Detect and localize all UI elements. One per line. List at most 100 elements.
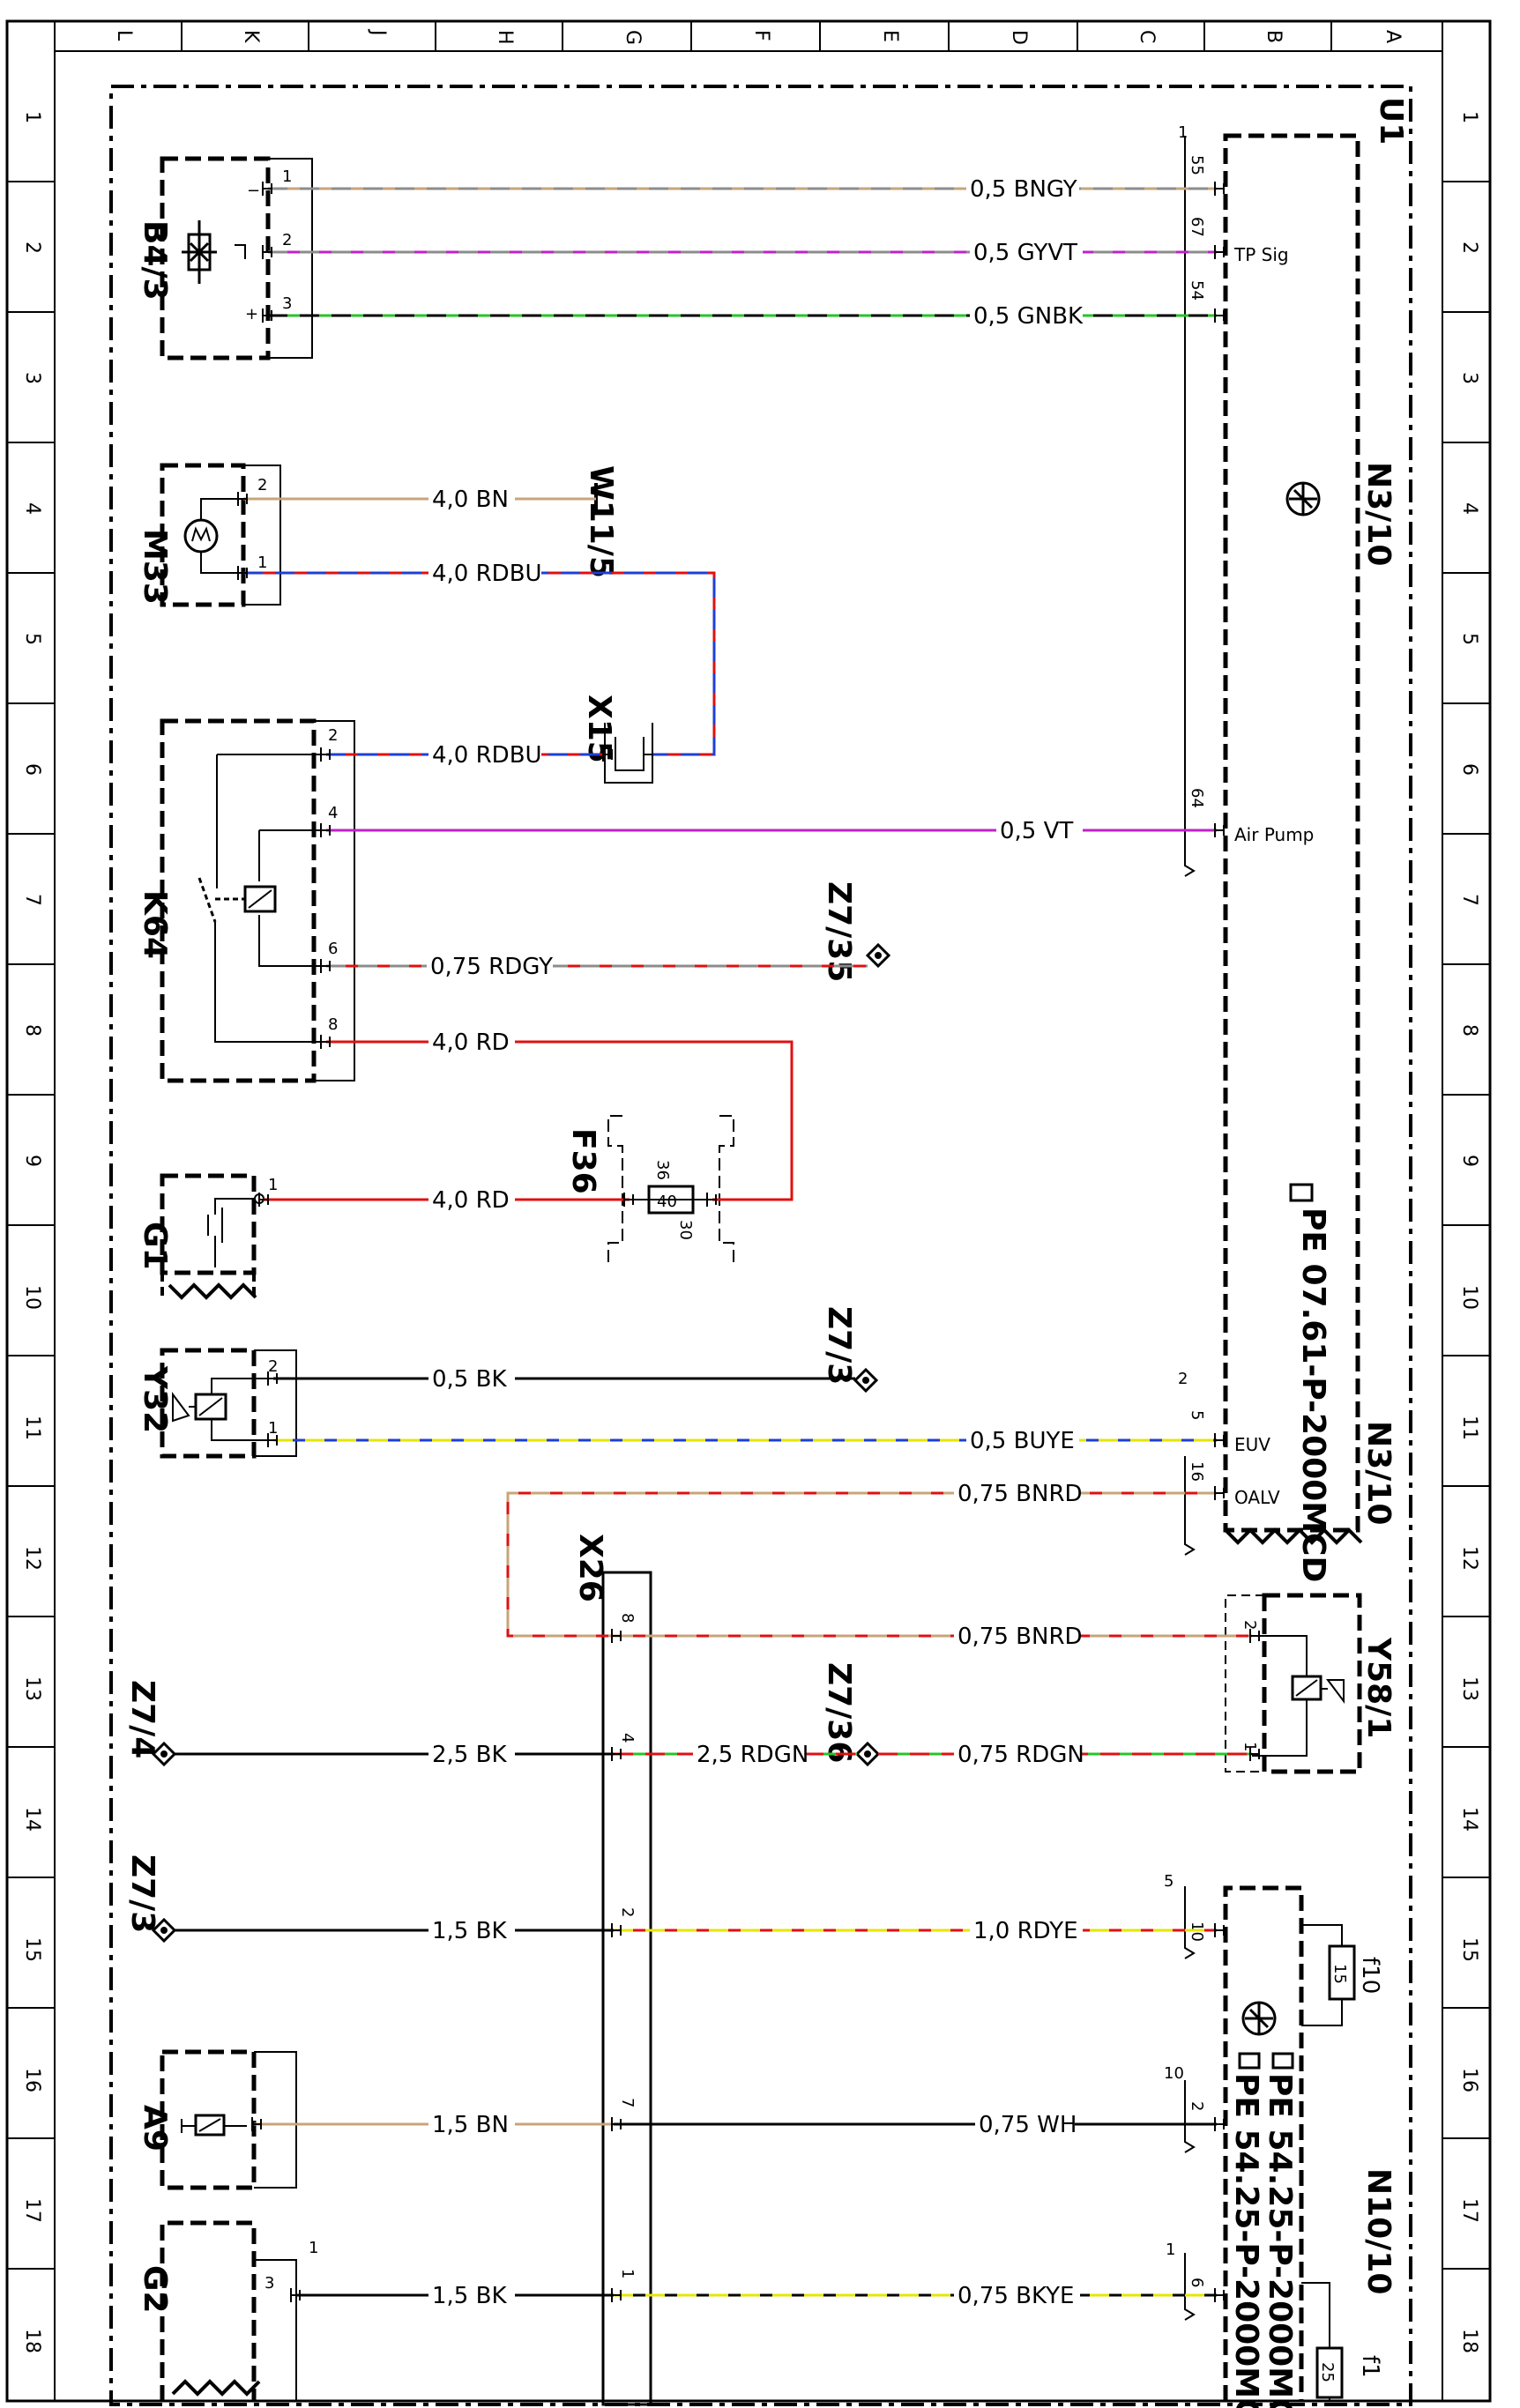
grid-col-label: H bbox=[494, 30, 516, 45]
f10-label: f10 bbox=[1357, 1957, 1383, 1994]
y58-1-label: Y58/1 bbox=[1360, 1637, 1397, 1738]
wire-label: 0,75 RDGN bbox=[957, 1742, 1084, 1768]
f36-fuse-40: 40 bbox=[657, 1193, 677, 1211]
grid-col-label: K bbox=[240, 30, 262, 43]
n3-pin-67: 67 bbox=[1188, 217, 1206, 237]
wire-label-bg bbox=[975, 2110, 1075, 2137]
n3-10-label: N3/10 bbox=[1360, 462, 1397, 566]
wire-label-bg bbox=[996, 816, 1083, 843]
signal-air-pump: Air Pump bbox=[1234, 824, 1314, 845]
grid-row-label: 1 bbox=[21, 111, 43, 123]
pin-terminal bbox=[611, 1923, 622, 1937]
grid-col-label: A bbox=[1382, 30, 1404, 43]
x26-pin-8: 8 bbox=[618, 1613, 637, 1623]
y58-1-component bbox=[1225, 1593, 1362, 1774]
wire-label: 0,5 BNGY bbox=[970, 176, 1077, 203]
grid-row-label: 9 bbox=[21, 1155, 43, 1167]
pin-terminal bbox=[602, 747, 613, 762]
grid-row-label: 6 bbox=[1458, 763, 1480, 776]
pin-terminal bbox=[1214, 245, 1225, 259]
grid-row-label: 8 bbox=[1458, 1024, 1480, 1037]
wire-label: 4,0 RDBU bbox=[432, 742, 542, 769]
k64-component bbox=[160, 718, 355, 1083]
wire-label: 2,5 BK bbox=[432, 1742, 507, 1768]
y32-label: Y32 bbox=[137, 1365, 173, 1433]
z7-36-splice-icon bbox=[854, 1741, 881, 1767]
wire-label: 0,75 WH bbox=[979, 2112, 1077, 2138]
g1-pin-1: 1 bbox=[268, 1176, 278, 1194]
grid-row-label: 4 bbox=[21, 502, 43, 515]
grid-row-label: 10 bbox=[21, 1285, 43, 1310]
wire-label: 4,0 BN bbox=[432, 487, 509, 513]
m33-pin-2: 2 bbox=[257, 476, 267, 494]
n10-10-module bbox=[1184, 1885, 1356, 2401]
wire-label-bg bbox=[428, 1916, 515, 1943]
wire-core bbox=[243, 571, 716, 756]
grid-row-label: 15 bbox=[1458, 1937, 1480, 1962]
u1-label: U1 bbox=[1373, 97, 1409, 145]
m33-component bbox=[160, 463, 281, 607]
n3-pin-16: 16 bbox=[1188, 1461, 1206, 1482]
wire-label: 0,75 RDGY bbox=[430, 954, 553, 980]
grid-row-label: 5 bbox=[1458, 633, 1480, 645]
pin-terminal bbox=[1249, 1747, 1260, 1761]
wire-label-bg bbox=[428, 2110, 515, 2137]
pin-terminal bbox=[1214, 1433, 1225, 1447]
grid-row-label: 5 bbox=[21, 633, 43, 645]
pin-terminal bbox=[320, 1035, 331, 1049]
wire-label-bg bbox=[970, 301, 1083, 328]
frame-outer bbox=[5, 19, 1492, 2403]
pin-terminal bbox=[611, 2117, 622, 2131]
n3-pin-2: 2 bbox=[1178, 1370, 1188, 1388]
g2-pin-1: 1 bbox=[309, 2239, 318, 2257]
wire-label-bg bbox=[428, 559, 541, 585]
wire-label: 4,0 RD bbox=[432, 1187, 510, 1214]
wire-label-bg bbox=[970, 1916, 1083, 1943]
n10-reference-2: PE 54.25-P-2000MC bbox=[1228, 2073, 1264, 2408]
n10-pin-10b: 10 bbox=[1164, 2064, 1184, 2083]
y58-pin-2: 2 bbox=[1241, 1620, 1259, 1630]
wire-label-bg bbox=[966, 175, 1079, 201]
grid-row-label: 15 bbox=[21, 1937, 43, 1962]
pin-terminal bbox=[237, 566, 248, 580]
wire-label: 0,5 GYVT bbox=[973, 240, 1077, 266]
a9-component bbox=[160, 2049, 297, 2190]
grid-row-label: 3 bbox=[21, 372, 43, 384]
grid-row-label: 17 bbox=[21, 2198, 43, 2223]
pin-terminal bbox=[643, 747, 653, 762]
b4-pin-2: 2 bbox=[282, 231, 292, 249]
b4-plus: + bbox=[245, 305, 258, 323]
x26-pin-7: 7 bbox=[618, 2098, 637, 2107]
pin-terminal bbox=[320, 747, 331, 762]
grid-col-label: F bbox=[750, 30, 772, 41]
f36-label: F36 bbox=[565, 1128, 601, 1194]
wire-label: 2,5 RDGN bbox=[697, 1742, 808, 1768]
grid-row-label: 4 bbox=[1458, 502, 1480, 515]
wire-label: 0,5 GNBK bbox=[973, 303, 1084, 330]
pin-terminal bbox=[262, 182, 272, 196]
fuse-25: 25 bbox=[1318, 2362, 1337, 2382]
g2-component bbox=[160, 2220, 297, 2401]
signal-tp-sig: TP Sig bbox=[1233, 244, 1289, 265]
grid-row-label: 10 bbox=[1458, 1285, 1480, 1310]
grid-row-label: 2 bbox=[21, 242, 43, 254]
pin-terminal bbox=[611, 1747, 622, 1761]
grid-row-label: 1 bbox=[1458, 111, 1480, 123]
b4-pin-1: 1 bbox=[282, 167, 292, 186]
grid-col-label: J bbox=[367, 28, 389, 36]
n10-10-label: N10/10 bbox=[1360, 2168, 1397, 2294]
grid-col-label: C bbox=[1136, 30, 1158, 43]
n3-pin-54: 54 bbox=[1188, 280, 1206, 301]
grid-row-label: 8 bbox=[21, 1024, 43, 1037]
n3-pin-64: 64 bbox=[1188, 788, 1206, 808]
grid-row-label: 7 bbox=[1458, 894, 1480, 906]
wire-label-bg bbox=[954, 2281, 1080, 2308]
k64-label: K64 bbox=[137, 890, 173, 959]
pin-terminal bbox=[1249, 1629, 1260, 1643]
x26-pin-4: 4 bbox=[618, 1733, 637, 1743]
x26-label: X26 bbox=[572, 1534, 608, 1602]
grid-row-label: 17 bbox=[1458, 2198, 1480, 2223]
pin-terminal bbox=[258, 1193, 269, 1207]
n3-pin-5: 5 bbox=[1188, 1410, 1206, 1420]
